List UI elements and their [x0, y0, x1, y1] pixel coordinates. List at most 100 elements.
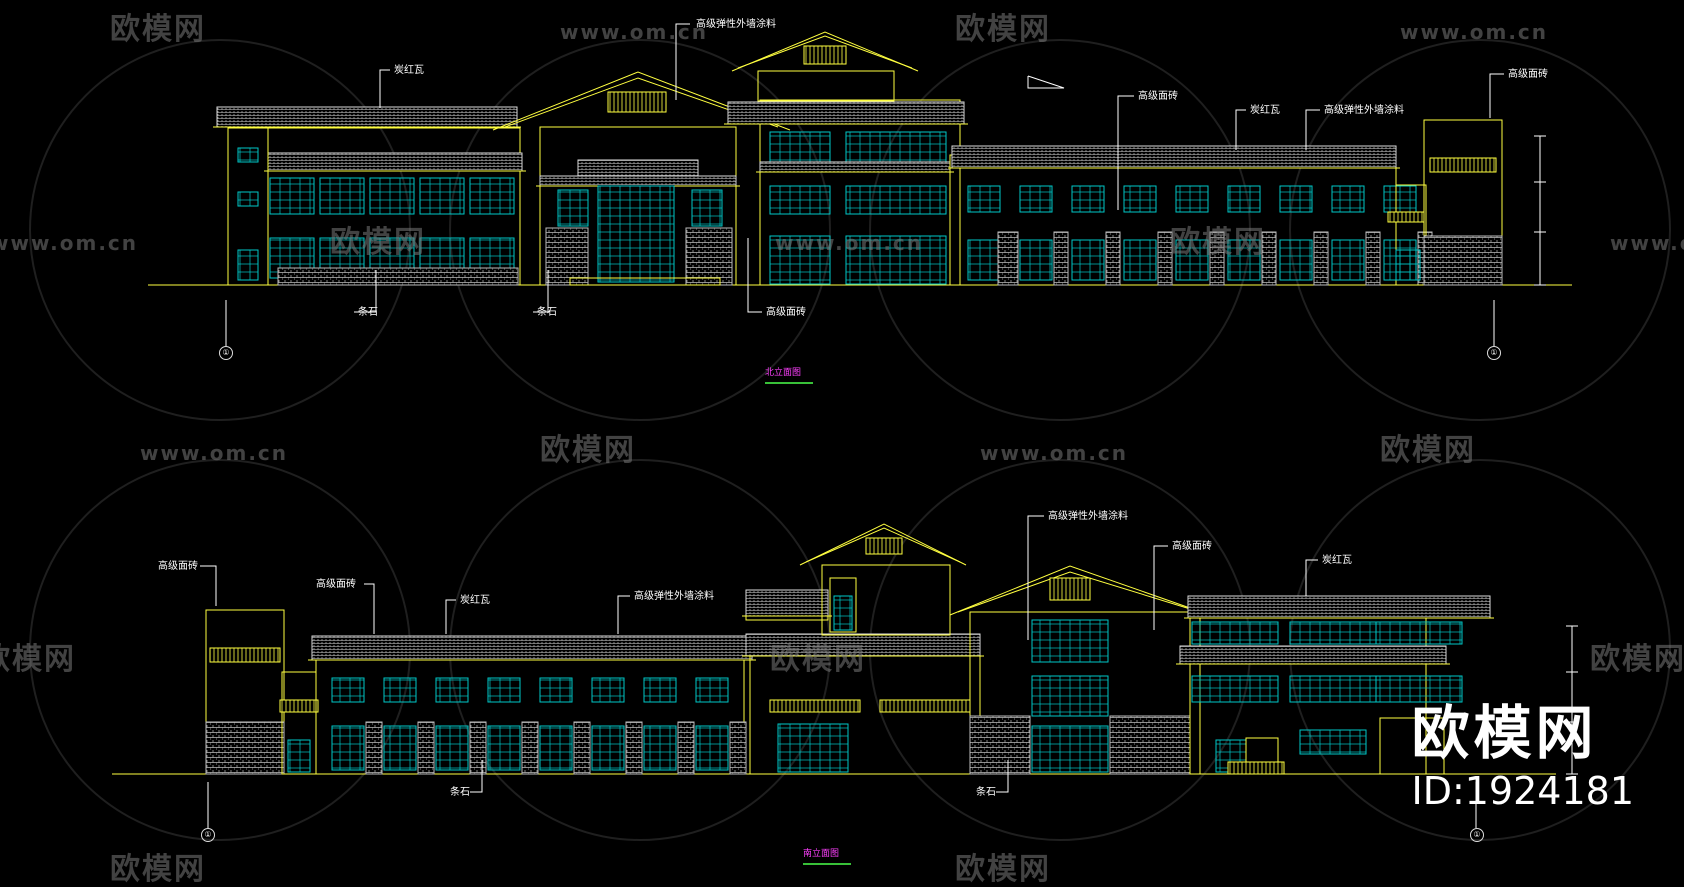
- window: [319, 177, 365, 215]
- watermark-logo: 欧模网: [955, 852, 1051, 887]
- stone-base: [1109, 715, 1191, 775]
- tile-roof: [539, 175, 737, 187]
- gable-roof: [805, 527, 961, 563]
- window: [695, 725, 729, 771]
- watermark-url: www.om.cn: [1610, 231, 1684, 255]
- tile-roof: [745, 589, 829, 617]
- window: [1031, 675, 1109, 717]
- stone-base: [969, 715, 1031, 775]
- window: [1395, 249, 1421, 281]
- watermark-logo: 欧模网: [955, 12, 1051, 47]
- window: [1071, 239, 1105, 281]
- window: [597, 185, 675, 283]
- annotation-stone: 条石: [358, 307, 378, 318]
- leader-line: [470, 760, 483, 793]
- window: [769, 185, 831, 215]
- window: [287, 739, 311, 773]
- annotation-exterior-paint: 高级弹性外墙涂料: [1048, 511, 1128, 522]
- stone-base: [1105, 231, 1121, 286]
- leader-line: [1027, 515, 1044, 640]
- watermark-url: www.om.cn: [980, 441, 1129, 465]
- watermark-logo: 欧模网: [1590, 642, 1684, 677]
- window: [1175, 239, 1209, 281]
- stone-base: [1157, 231, 1173, 286]
- drawing-title-south: 南立面图: [803, 849, 840, 859]
- tile-roof: [951, 145, 1397, 169]
- gable-roof: [949, 565, 1211, 616]
- window: [845, 131, 947, 163]
- window: [557, 189, 589, 227]
- window: [237, 249, 259, 281]
- window: [845, 185, 947, 215]
- axis-marker-right: ①: [1470, 828, 1484, 842]
- axis-marker-right: ①: [1487, 346, 1501, 360]
- stone-base: [1365, 231, 1381, 286]
- annotation-stone: 条石: [450, 787, 470, 798]
- window: [269, 177, 315, 215]
- watermark-circle: [1289, 39, 1671, 421]
- tile-roof: [577, 159, 699, 177]
- tile-roof: [759, 161, 951, 173]
- stone-base: [1261, 231, 1277, 286]
- stair-tower: [227, 127, 269, 286]
- gable-roof: [737, 35, 913, 69]
- building-block: [821, 564, 951, 636]
- watermark-url: www.om.cn: [0, 231, 139, 255]
- window: [643, 725, 677, 771]
- window: [1123, 185, 1157, 213]
- entrance-step: [569, 277, 721, 286]
- window: [777, 723, 849, 773]
- title-underline: [765, 382, 813, 384]
- watermark-logo: 欧模网: [110, 12, 206, 47]
- annotation-red-tile: 炭红瓦: [1250, 105, 1280, 116]
- balcony-rail: [769, 699, 861, 713]
- window: [487, 725, 521, 771]
- brand-watermark: 欧模网 ID:1924181: [1411, 704, 1634, 810]
- window: [539, 677, 573, 703]
- balcony-rail: [279, 699, 319, 713]
- stone-base: [1209, 231, 1225, 286]
- balcony-rail: [209, 647, 281, 663]
- leader-line: [533, 270, 549, 313]
- window: [1279, 185, 1313, 213]
- leader-line: [364, 583, 375, 634]
- leader-line: [1235, 109, 1246, 150]
- annotation-facing-tile: 高级面砖: [158, 561, 198, 572]
- window: [1375, 621, 1463, 645]
- stone-base: [677, 721, 695, 775]
- annotation-exterior-paint: 高级弹性外墙涂料: [634, 591, 714, 602]
- window: [1031, 619, 1109, 663]
- leader-line: [1153, 545, 1168, 630]
- chimney: [829, 577, 857, 633]
- annotation-facing-tile: 高级面砖: [1138, 91, 1178, 102]
- window: [419, 177, 465, 215]
- balcony-rail: [879, 699, 971, 713]
- annotation-facing-tile: 高级面砖: [316, 579, 356, 590]
- level-marker: [1027, 75, 1065, 89]
- annotation-facing-tile: 高级面砖: [1172, 541, 1212, 552]
- leader-line: [445, 599, 456, 634]
- stone-base: [729, 721, 747, 775]
- window: [643, 677, 677, 703]
- leader-line: [675, 23, 690, 100]
- stone-base: [1423, 235, 1503, 286]
- tile-roof: [311, 635, 753, 661]
- window: [237, 147, 259, 163]
- building-block: [759, 99, 961, 286]
- tile-roof: [727, 101, 965, 125]
- window: [691, 189, 723, 227]
- window: [539, 725, 573, 771]
- axis-marker-left: ①: [219, 346, 233, 360]
- window: [1375, 675, 1463, 703]
- watermark-circle: [29, 39, 411, 421]
- leader-line: [617, 595, 630, 634]
- gable-vent: [803, 45, 847, 65]
- annotation-red-tile: 炭红瓦: [1322, 555, 1352, 566]
- brand-name: 欧模网: [1411, 699, 1598, 767]
- stone-base: [277, 267, 519, 286]
- gable-vent: [607, 91, 667, 113]
- window: [1331, 239, 1365, 281]
- annotation-stone: 条石: [976, 787, 996, 798]
- watermark-logo: 欧模网: [1170, 225, 1266, 260]
- window: [1279, 239, 1313, 281]
